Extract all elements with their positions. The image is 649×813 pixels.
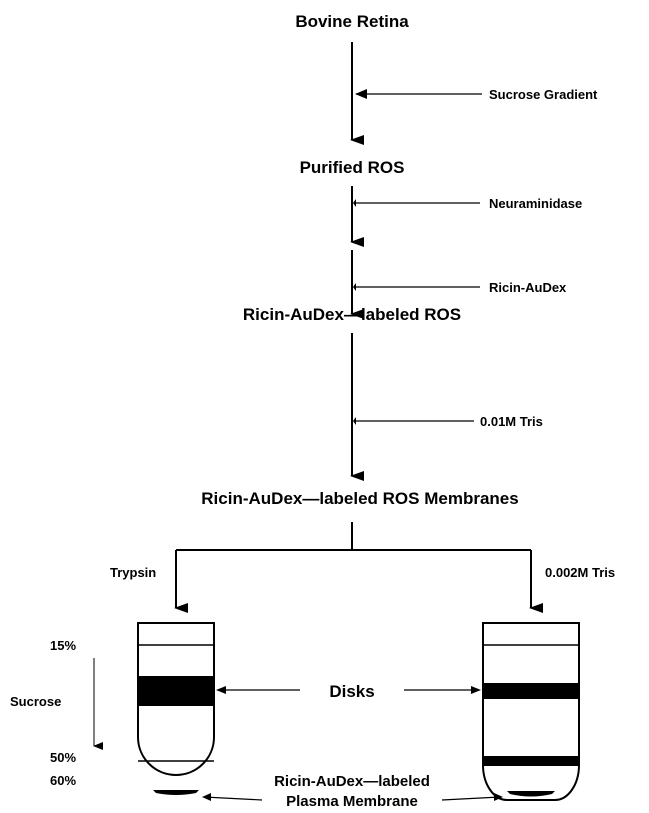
plasma-arrow-right [441, 796, 501, 801]
ricin-audex-pointer-head [353, 283, 356, 291]
gradient-axis-label: Sucrose [10, 694, 61, 709]
neuraminidase-pointer-head [353, 199, 356, 207]
plasma-label-line2: Plasma Membrane [286, 793, 418, 810]
step-purified-ros: Purified ROS [300, 158, 405, 177]
gradient-bottom-percent: 60% [50, 773, 76, 788]
disks-arrow-right-head [471, 686, 481, 694]
sucrose-gradient-pointer-head [358, 90, 366, 98]
branch-trypsin: Trypsin [110, 565, 156, 580]
step-labeled-membranes: Ricin-AuDex—labeled ROS Membranes [201, 489, 518, 508]
branch-tris: 0.002M Tris [545, 565, 615, 580]
tris-pointer-head [353, 417, 356, 425]
left-plasma-band [153, 790, 199, 795]
disks-label: Disks [329, 682, 374, 701]
right-lower-band [483, 756, 579, 766]
right-centrifuge-tube [482, 622, 580, 801]
plasma-arrow-right-head [494, 793, 503, 801]
gradient-top-percent: 15% [50, 638, 76, 653]
plasma-arrow-left [203, 796, 263, 801]
right-disk-band [483, 683, 579, 699]
treatment-tris: 0.01M Tris [480, 414, 543, 429]
right-plasma-band [507, 791, 555, 797]
left-disk-band [138, 676, 214, 706]
treatment-sucrose-gradient: Sucrose Gradient [489, 87, 598, 102]
gradient-mid-percent: 50% [50, 750, 76, 765]
step-bovine-retina: Bovine Retina [295, 12, 409, 31]
disks-arrow-left-head [216, 686, 226, 694]
left-centrifuge-tube [137, 622, 215, 795]
treatment-neuraminidase: Neuraminidase [489, 196, 582, 211]
plasma-label-line1: Ricin-AuDex—labeled [274, 773, 430, 790]
plasma-arrow-left-head [202, 793, 211, 801]
treatment-ricin-audex: Ricin-AuDex [489, 280, 567, 295]
